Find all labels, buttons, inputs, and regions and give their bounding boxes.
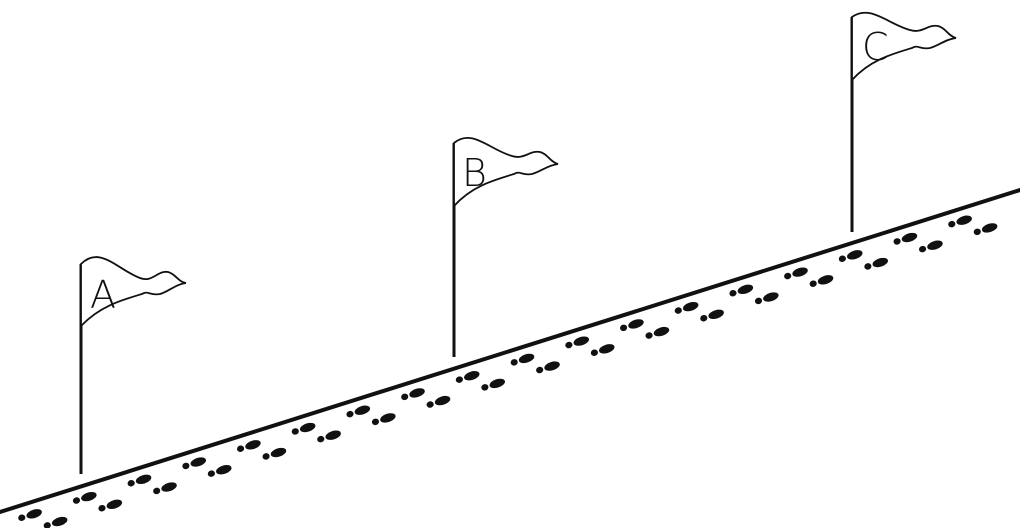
footprint-right bbox=[371, 413, 396, 426]
footprint-left bbox=[620, 319, 644, 332]
footprint-pair bbox=[565, 336, 615, 356]
footprint-right bbox=[317, 430, 341, 443]
footprint-left bbox=[291, 422, 316, 435]
footprint-pair bbox=[510, 353, 560, 374]
footprint-pair bbox=[455, 371, 505, 391]
footprint-pair bbox=[838, 250, 888, 270]
flag-label-b: B bbox=[462, 151, 487, 195]
footprint-right bbox=[426, 395, 451, 408]
footprint-pair bbox=[346, 405, 396, 426]
footprint-left bbox=[346, 405, 371, 418]
footprint-pair bbox=[948, 215, 998, 236]
footprint-right bbox=[153, 482, 177, 495]
footprint-left bbox=[893, 232, 918, 245]
footprint-right bbox=[43, 516, 68, 528]
flag-label-c: C bbox=[862, 25, 889, 69]
footprint-right bbox=[864, 257, 888, 270]
footprint-left bbox=[784, 267, 808, 280]
footprint-pair bbox=[729, 284, 779, 305]
flag-cloth-a bbox=[80, 256, 187, 329]
flag-cloth-b bbox=[453, 137, 559, 209]
footprint-right bbox=[98, 499, 123, 512]
flag-a: A bbox=[79, 256, 187, 474]
footprint-left bbox=[401, 388, 425, 401]
footprint-pair bbox=[784, 267, 834, 287]
footprint-left bbox=[455, 371, 480, 383]
footprint-right bbox=[481, 378, 505, 391]
flag-cloth-c bbox=[851, 11, 957, 83]
footprint-left bbox=[510, 353, 535, 366]
footprints bbox=[18, 215, 998, 528]
footprint-left bbox=[237, 440, 261, 452]
footprint-left bbox=[182, 457, 207, 470]
footprint-left bbox=[72, 491, 97, 504]
footprint-left bbox=[674, 301, 699, 314]
flag-b: B bbox=[452, 137, 559, 357]
footprint-left bbox=[565, 336, 590, 349]
footprint-pair bbox=[182, 457, 232, 477]
footprint-right bbox=[590, 344, 615, 356]
footprint-pair bbox=[401, 388, 451, 408]
footprint-pair bbox=[291, 422, 341, 443]
footprint-pair bbox=[237, 440, 287, 460]
footprint-left bbox=[838, 250, 863, 262]
footprint-right bbox=[536, 361, 560, 374]
footprint-right bbox=[700, 309, 724, 322]
flag-label-a: A bbox=[90, 273, 116, 317]
footprint-left bbox=[127, 474, 152, 487]
footprint-right bbox=[754, 292, 779, 305]
footprint-pair bbox=[674, 301, 724, 322]
footprint-pair bbox=[18, 509, 68, 528]
footprint-left bbox=[18, 509, 42, 521]
footprint-left bbox=[729, 284, 754, 297]
footprint-right bbox=[919, 240, 943, 253]
footprint-pair bbox=[72, 491, 123, 512]
footprint-pair bbox=[893, 232, 943, 253]
footprint-pair bbox=[620, 319, 670, 339]
footprint-left bbox=[948, 215, 972, 228]
footprint-right bbox=[262, 447, 287, 460]
footprint-right bbox=[645, 326, 670, 339]
footprint-pair bbox=[127, 474, 177, 495]
flag-c: C bbox=[850, 11, 957, 232]
footprint-right bbox=[973, 223, 998, 236]
footprint-right bbox=[207, 465, 232, 477]
footprint-right bbox=[809, 275, 834, 287]
slope-line bbox=[0, 188, 1020, 514]
